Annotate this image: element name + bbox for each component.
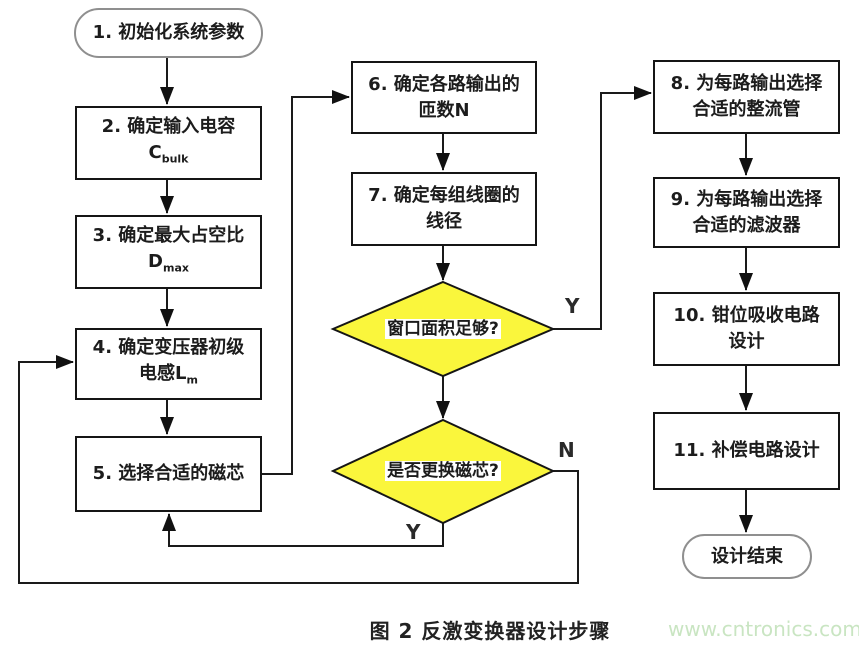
branch-label-d1-yes: Y [565,294,580,318]
node-8-label-line1: 8. 为每路输出选择 [670,73,823,94]
node-2-input-capacitor: 2. 确定输入电容 Cbulk [75,106,262,180]
node-9-label-line1: 9. 为每路输出选择 [670,188,823,210]
node-4-formula: 电感Lm [139,362,198,387]
branch-label-d2-no: N [558,438,575,462]
edge-d1-yes-to-8 [553,86,652,330]
watermark: www.cntronics.com [668,617,859,641]
node-5-select-core: 5. 选择合适的磁芯 [75,436,262,512]
node-3-label: 3. 确定最大占空比 [92,224,245,246]
node-10-label-line1: 10. 钳位吸收电路 [673,305,820,326]
node-start: 1. 初始化系统参数 [74,8,263,58]
node-9-label-line2: 合适的滤波器 [692,214,801,236]
decision-change-core-label: 是否更换磁芯? [385,461,501,481]
node-2-formula: Cbulk [148,141,189,166]
figure-caption: 图 2 反激变换器设计步骤 [369,619,611,643]
node-7-label-line1: 7. 确定每组线圈的 [368,185,520,206]
edge-d2-no-to-4 [18,355,579,584]
node-4-label: 4. 确定变压器初级 [92,336,245,358]
node-10-clamp-snubber: 10. 钳位吸收电路 设计 [653,292,840,366]
node-end-label: 设计结束 [711,545,783,567]
node-3-formula: Dmax [148,250,189,275]
node-7-label-line2: 线径 [426,211,462,232]
node-end: 设计结束 [682,534,812,579]
node-6-output-turns: 6. 确定各路输出的 匝数N [351,61,537,134]
node-2-label: 2. 确定输入电容 [101,115,236,137]
node-start-label: 1. 初始化系统参数 [92,22,245,43]
node-3-max-duty-cycle: 3. 确定最大占空比 Dmax [75,215,262,289]
node-6-label-line1: 6. 确定各路输出的 [368,73,520,95]
decision-window-area-label: 窗口面积足够? [385,319,501,339]
node-11-compensation: 11. 补偿电路设计 [653,412,840,490]
node-10-label-line2: 设计 [728,331,765,352]
node-11-label: 11. 补偿电路设计 [673,440,820,461]
edge-5-to-6 [262,90,350,475]
node-5-label: 5. 选择合适的磁芯 [92,463,245,484]
node-8-rectifier: 8. 为每路输出选择 合适的整流管 [653,60,840,134]
edge-d2-yes-to-5 [162,513,444,547]
branch-label-d2-yes: Y [406,520,421,544]
node-8-label-line2: 合适的整流管 [692,99,801,120]
node-4-primary-inductance: 4. 确定变压器初级 电感Lm [75,328,262,400]
node-9-filter: 9. 为每路输出选择 合适的滤波器 [653,177,840,248]
node-7-wire-diameter: 7. 确定每组线圈的 线径 [351,172,537,246]
node-6-label-line2: 匝数N [418,99,470,121]
